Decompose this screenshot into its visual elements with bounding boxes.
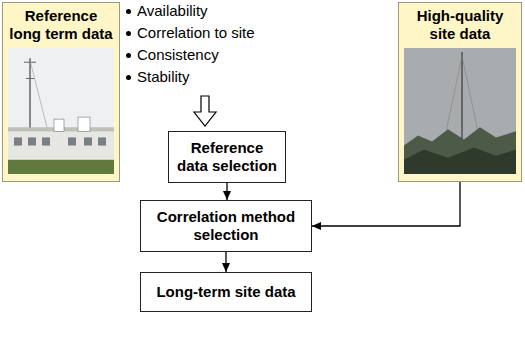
bullet-dot bbox=[126, 53, 131, 58]
station-photo bbox=[8, 48, 114, 174]
hollow-arrow bbox=[194, 96, 216, 126]
site-mast-photo bbox=[404, 48, 516, 174]
flow-arrow bbox=[225, 252, 226, 272]
node-text: Reference long term data bbox=[7, 7, 115, 43]
node-text: Correlation method selection bbox=[147, 208, 305, 244]
flow-arrow bbox=[312, 182, 460, 226]
flow-arrow bbox=[226, 183, 227, 200]
criterion-label: Stability bbox=[137, 68, 190, 86]
criterion-label: Correlation to site bbox=[137, 24, 255, 42]
output-box: Long-term site data bbox=[140, 272, 312, 312]
bullet-dot bbox=[126, 9, 131, 14]
criterion-label: Availability bbox=[137, 2, 208, 20]
criterion-label: Consistency bbox=[137, 46, 219, 64]
bullet-dot bbox=[126, 31, 131, 36]
bullet-dot bbox=[126, 75, 131, 80]
node-text: High-quality site data bbox=[403, 7, 517, 43]
process-box: Correlation method selection bbox=[140, 200, 312, 252]
node-text: Long-term site data bbox=[147, 283, 305, 301]
node-text: Reference data selection bbox=[175, 139, 279, 175]
process-box: Reference data selection bbox=[168, 131, 286, 183]
